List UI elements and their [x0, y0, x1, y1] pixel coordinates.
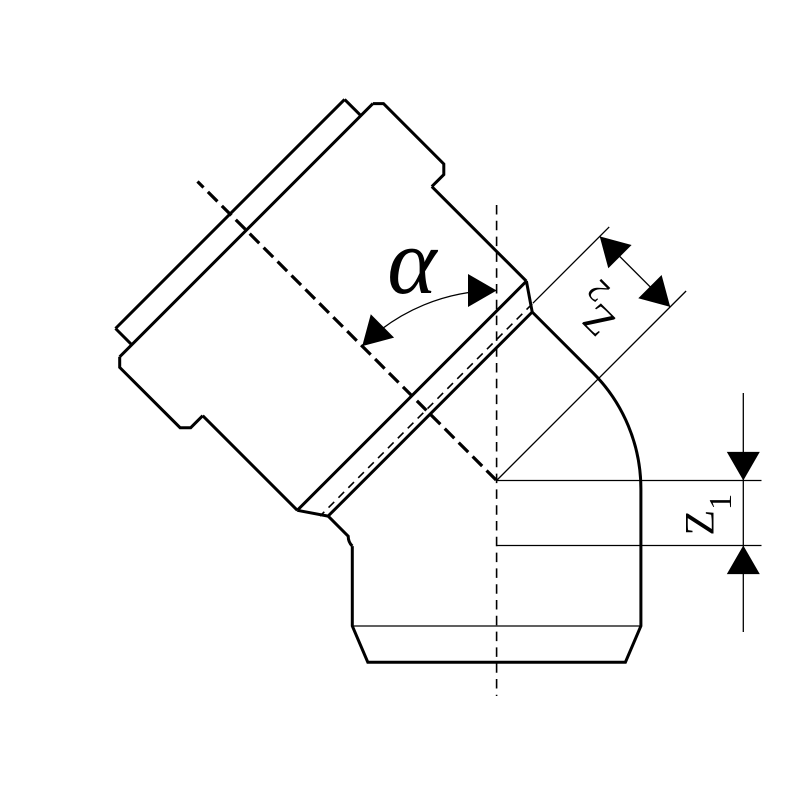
svg-text:α: α — [387, 210, 438, 314]
